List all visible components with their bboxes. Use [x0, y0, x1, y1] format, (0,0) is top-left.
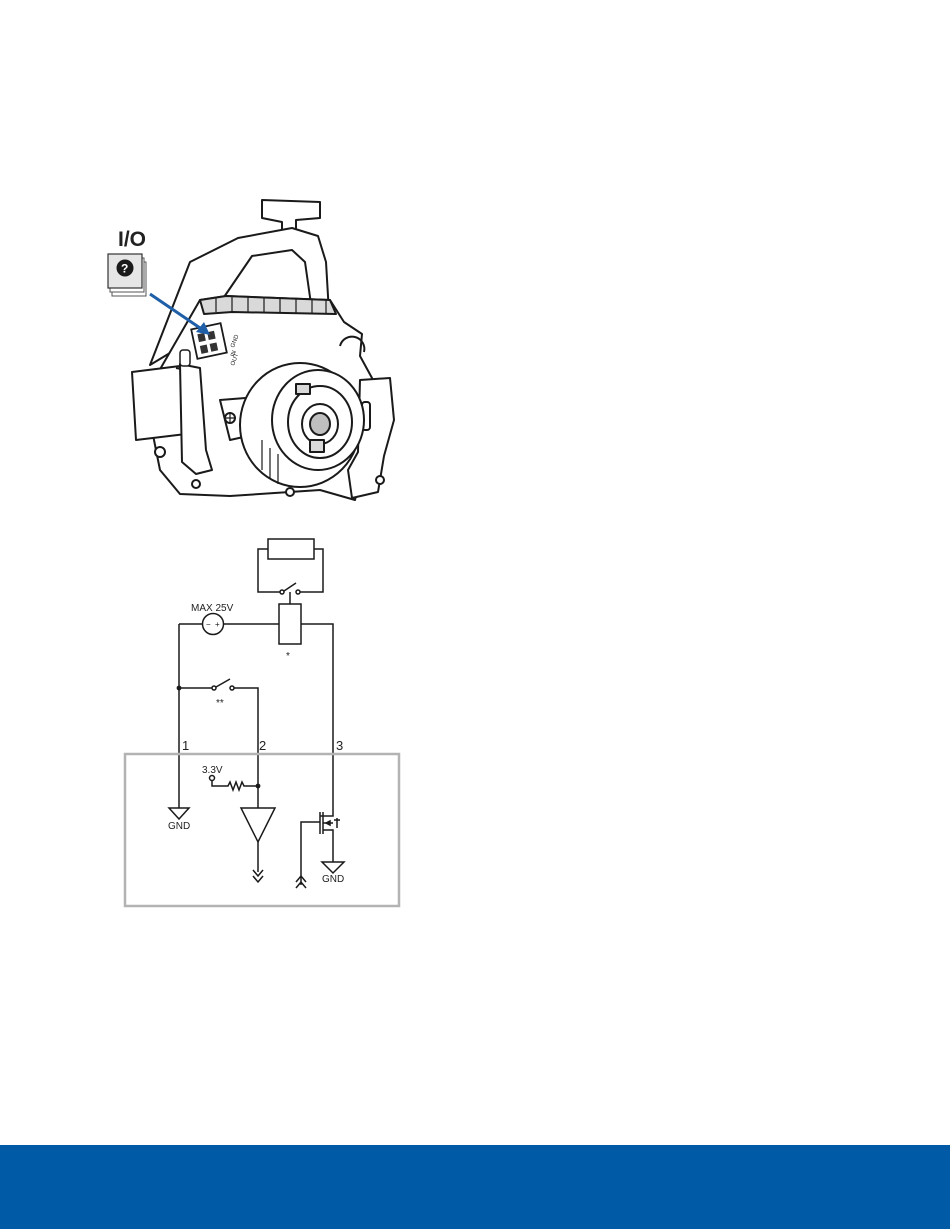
max-voltage-label: MAX 25V [191, 603, 234, 614]
ground-label-2: GND [322, 874, 344, 885]
input-switch [212, 679, 234, 690]
input-buffer [241, 808, 275, 882]
ground-symbol-1 [169, 808, 189, 819]
supply-label: 3.3V [202, 765, 223, 776]
ground-symbol-2 [322, 862, 344, 873]
pin-label-3: 3 [336, 738, 343, 753]
io-icon-group: I/O ? [108, 228, 146, 296]
power-source-plus: + [215, 620, 220, 629]
power-source-minus: − [206, 620, 211, 629]
io-illustration: I/O ? [0, 0, 950, 1145]
relay-note: * [286, 651, 290, 662]
pullup-resistor [210, 776, 259, 791]
wiring-diagram-labels: MAX 25V − + * ** 1 2 3 3.3V GND GND [168, 603, 344, 885]
question-document-icon: ? [108, 254, 146, 296]
camera-module [132, 200, 394, 500]
switch-note: ** [216, 698, 224, 709]
io-label: I/O [118, 228, 146, 251]
load-resistor [268, 539, 314, 559]
ground-label-1: GND [168, 821, 190, 832]
wiring-diagram [125, 539, 399, 906]
footer-band [0, 1145, 950, 1229]
pin-label-1: 1 [182, 738, 189, 753]
relay-coil [279, 604, 301, 644]
pin-label-2: 2 [259, 738, 266, 753]
svg-text:?: ? [121, 262, 128, 276]
